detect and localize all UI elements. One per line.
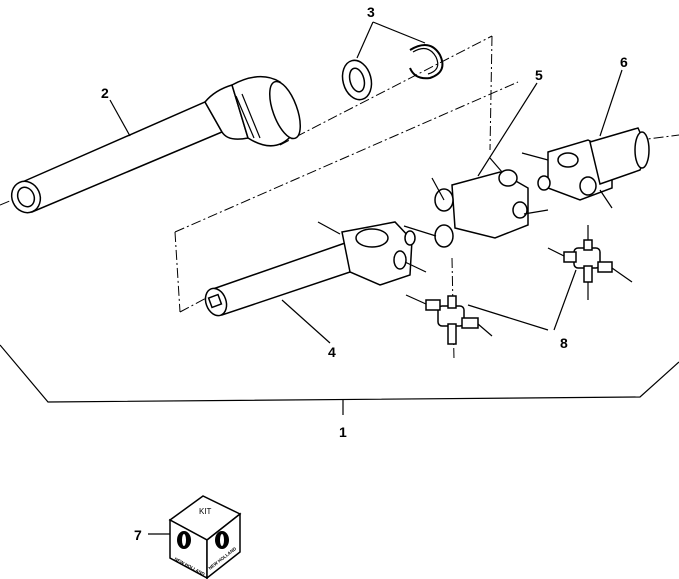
inner-tube-part xyxy=(204,221,427,317)
callout-kit: 7 xyxy=(134,527,142,543)
assembly-bracket xyxy=(0,344,679,415)
cross-bearing-upper xyxy=(547,225,633,300)
callout-outer-tube: 2 xyxy=(101,85,109,101)
snap-rings-part xyxy=(341,44,444,101)
yoke-part xyxy=(403,157,549,248)
leaf-logo-right-icon xyxy=(215,531,229,549)
kit-box xyxy=(168,495,242,579)
callout-assembly: 1 xyxy=(339,424,347,440)
kit-label: KIT xyxy=(199,507,212,516)
coupler-yoke-part xyxy=(521,127,650,209)
cross-bearing-lower xyxy=(405,294,493,345)
callout-coupler-yoke: 6 xyxy=(620,54,628,70)
leader-lines xyxy=(109,21,623,535)
leaf-logo-left-icon xyxy=(177,531,191,549)
outer-tube-part xyxy=(10,76,301,214)
callout-inner-tube: 4 xyxy=(328,344,336,360)
callout-cross-bearing: 8 xyxy=(560,335,568,351)
callout-snap-rings: 3 xyxy=(367,4,375,20)
callout-yoke: 5 xyxy=(535,67,543,83)
